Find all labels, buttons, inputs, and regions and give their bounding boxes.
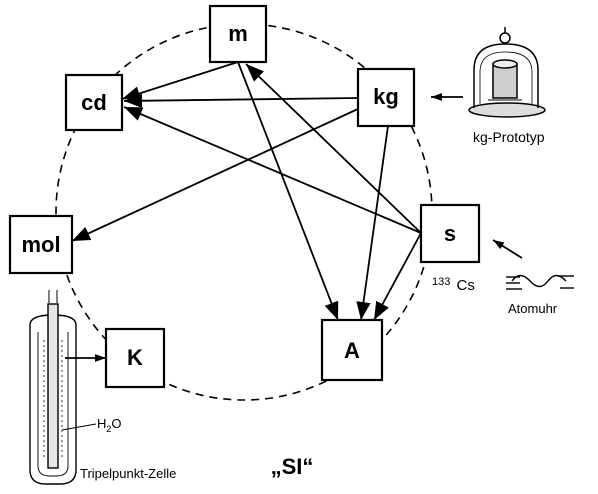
unit-box-s: s [419,203,481,264]
water-o: O [111,416,121,431]
connections [65,61,523,362]
triple-point-cell-label: Tripelpunkt-Zelle [80,466,176,481]
arrow-s-to-cd [123,106,422,234]
arrow-s-to-A [373,232,422,321]
cs-symbol: Cs [457,277,475,294]
unit-label-A: A [344,338,360,363]
unit-box-kg: kg [356,67,416,128]
water-h: H [97,416,106,431]
unit-box-K: K [104,327,166,389]
unit-label-s: s [444,221,456,246]
triple-point-cell-icon [29,290,97,485]
unit-label-m: m [228,21,248,46]
unit-label-cd: cd [81,90,107,115]
water-label: H2O [97,416,122,434]
water-sub: 2 [106,424,111,434]
arrow-atomuhr-to-s [492,239,523,259]
arrow-m-to-A [237,61,339,321]
cs-mass-number: 133 [432,276,450,288]
kg-prototype-label: kg-Prototyp [473,129,545,145]
arrow-s-to-m [245,63,422,234]
arrow-kg-to-mol [71,107,361,242]
kg-prototype-icon [468,27,546,118]
arrow-kg-to-cd [123,93,359,108]
unit-box-cd: cd [64,73,124,132]
unit-box-mol: mol [8,214,74,275]
atomuhr-label: Atomuhr [508,301,558,316]
unit-box-m: m [208,4,268,64]
unit-label-K: K [127,345,143,370]
atomuhr-wave-icon [506,274,574,290]
arrow-kg-to-A [356,125,389,321]
diagram-title: „SI“ [271,454,314,479]
unit-label-kg: kg [373,84,399,109]
unit-label-mol: mol [21,232,60,257]
arrow-m-to-cd [121,61,239,101]
cs-label: 133 Cs [432,272,475,294]
unit-box-A: A [320,318,384,382]
